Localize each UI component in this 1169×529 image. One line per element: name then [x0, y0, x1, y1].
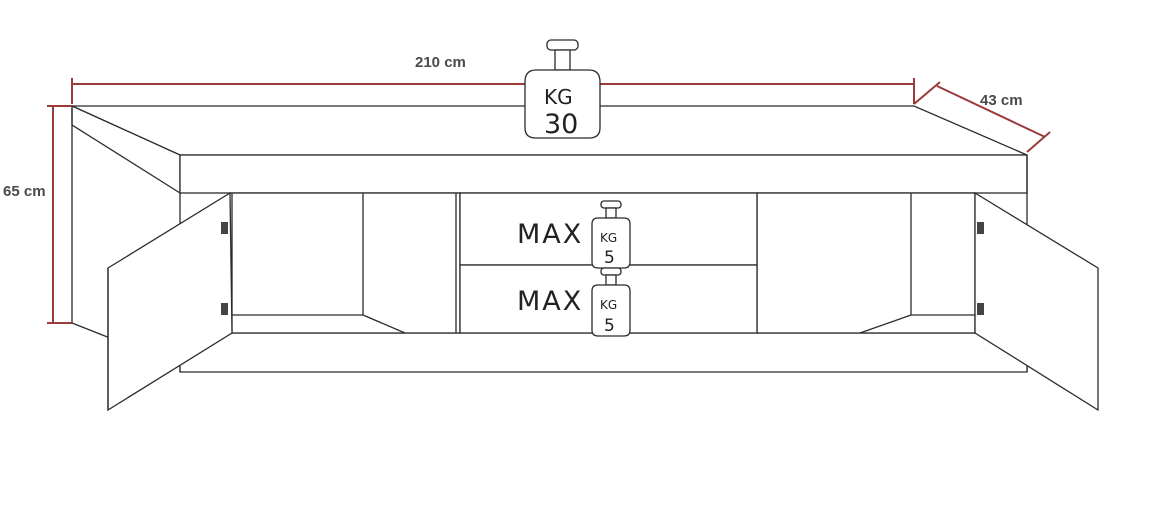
drawer-top-max-label: MAX [517, 219, 583, 250]
right-compartment [756, 192, 976, 334]
drawer-bottom-weight-unit: KG [600, 298, 617, 312]
drawer-bottom-weight-value: 5 [604, 316, 615, 336]
cabinet-front-rail [179, 154, 1028, 194]
left-compartment [231, 192, 461, 334]
top-weight-unit: KG [544, 85, 573, 109]
drawer-bottom-max-load: MAX KG 5 [517, 267, 631, 337]
top-weight-value: 30 [544, 109, 578, 140]
left-door [107, 191, 233, 412]
cabinet-bottom [179, 332, 1028, 373]
dimension-lines [47, 78, 1051, 324]
drawer-top-max-load: MAX KG 5 [517, 200, 631, 269]
hinge-icon [977, 222, 984, 315]
top-weight-icon: KG 30 [524, 39, 601, 140]
depth-label: 43 cm [980, 92, 1023, 109]
drawer-top-weight-unit: KG [600, 231, 617, 245]
width-label: 210 cm [415, 54, 466, 71]
depth-dimension-line [936, 85, 1046, 138]
weight-icon: KG 5 [591, 267, 631, 337]
right-door [974, 191, 1099, 412]
hinge-icon [221, 222, 228, 315]
weight-icon: KG 5 [591, 200, 631, 269]
drawer-top-weight-value: 5 [604, 248, 615, 268]
height-label: 65 cm [3, 183, 46, 200]
drawer-bottom-max-label: MAX [517, 286, 583, 317]
